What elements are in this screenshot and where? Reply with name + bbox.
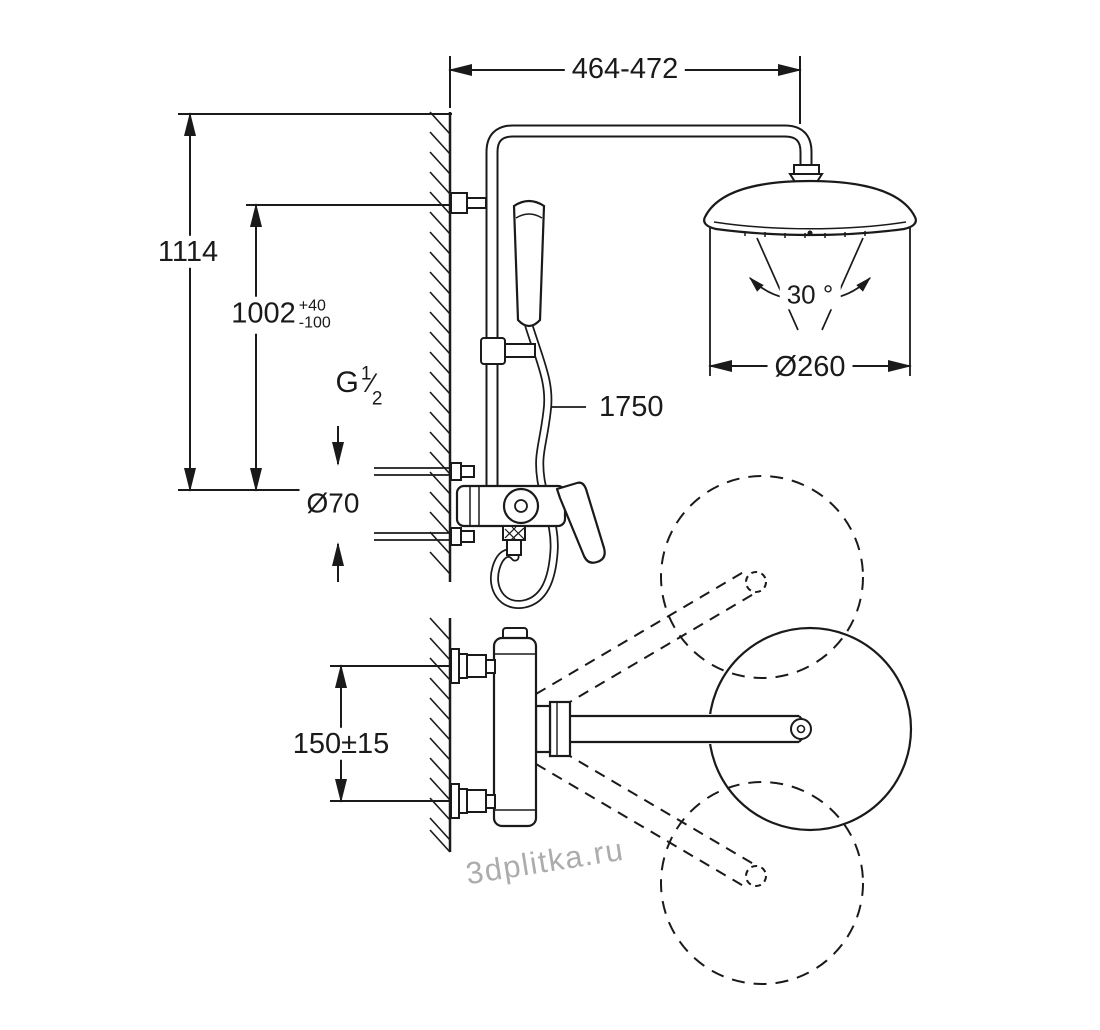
mixer-side-view	[450, 475, 913, 985]
mixer-lever	[555, 481, 606, 564]
spout-swivel-positions	[535, 569, 767, 889]
supply-connection-upper	[450, 648, 496, 684]
shower-hose	[490, 321, 559, 609]
shower-pipe	[485, 124, 813, 488]
dim-outlet-height: 1002+40-100	[224, 296, 338, 334]
head-shower	[703, 164, 917, 238]
swivel-circle-lower	[660, 781, 864, 985]
wall-hatching-upper	[429, 111, 452, 582]
dim-total-height: 1114	[150, 235, 226, 269]
dim-width-range: 464-472	[564, 52, 686, 86]
dim-head-diameter: Ø260	[767, 350, 853, 384]
swivel-circle-upper	[660, 475, 864, 679]
dim-outlet-tolerance: +40-100	[298, 297, 331, 332]
supply-connection-lower	[450, 783, 496, 819]
shower-system-front-view	[450, 124, 917, 609]
wall-hatching-lower	[429, 617, 452, 853]
hand-shower	[512, 199, 546, 328]
mixer-front-view	[450, 462, 606, 564]
dimension-lines	[178, 56, 912, 803]
mixer-body-side	[492, 627, 538, 828]
wall-bracket	[450, 192, 487, 214]
dim-spray-angle: 30 °	[779, 280, 841, 310]
dim-hose-length: 1750	[599, 390, 664, 423]
tub-spout	[534, 700, 812, 758]
dim-escutcheon-diameter: Ø70	[299, 487, 367, 519]
dim-inlet-spacing: 150±15	[285, 727, 397, 761]
hand-shower-holder	[480, 337, 536, 365]
